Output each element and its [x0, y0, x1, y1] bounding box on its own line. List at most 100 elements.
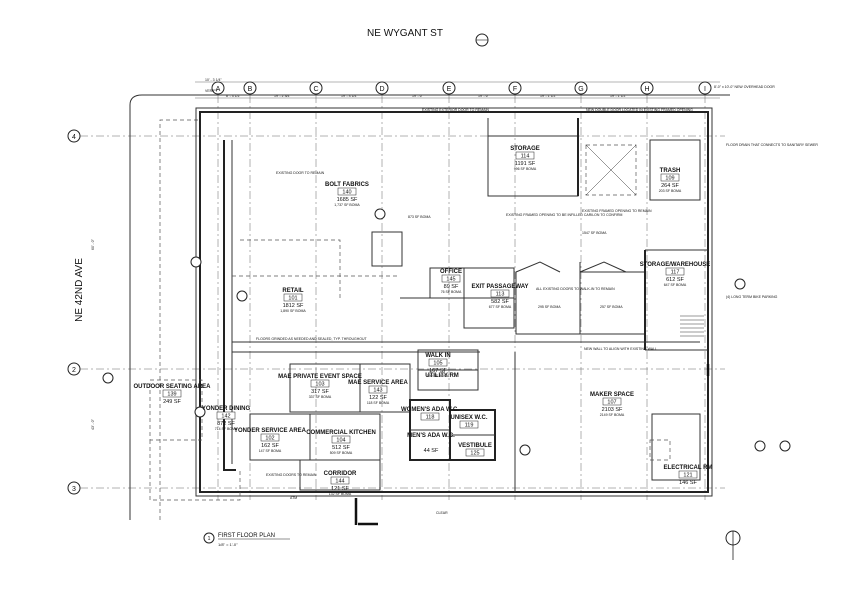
grid-row-label: 3 — [72, 486, 76, 493]
room-number: 144 — [335, 479, 344, 485]
room-number: 114 — [521, 154, 530, 160]
room-name: WALK IN — [425, 353, 450, 359]
room-area: 121 SF — [331, 486, 349, 492]
room-area: 1685 SF — [337, 197, 358, 203]
grid-col-c: C — [309, 81, 323, 95]
north-arrow-icon — [725, 530, 741, 560]
grid-col-g: G — [574, 81, 588, 95]
room-number-box — [515, 151, 535, 160]
room-name: MAKER SPACE — [590, 392, 634, 398]
note-atm: ATM — [290, 496, 297, 500]
dim-top: 19' - 6" — [412, 94, 424, 98]
room-number: 102 — [265, 436, 274, 442]
room-name: STORAGE — [510, 146, 540, 152]
note-new-double-door: NEW DOUBLE DOOR LOCATED IN EXISTING FRAM… — [586, 108, 693, 112]
dim-top: 19' - 2 3/4" — [274, 94, 291, 98]
grid-col-label: F — [513, 86, 517, 93]
room-number-box — [162, 389, 182, 398]
room-area: 872 SF — [217, 421, 235, 427]
dim-top: 8' - 3 1/2" — [226, 94, 242, 98]
room-number-box — [331, 435, 351, 444]
room-number: 117 — [671, 270, 680, 276]
room-number: 103 — [315, 382, 324, 388]
note-existing-ext-door: EXISTING EXTERIOR DOOR TO REMAIN — [422, 108, 489, 112]
room-area: 89 SF — [444, 284, 459, 290]
room-area: 512 SF — [332, 445, 350, 451]
dim-left: 43' - 0" — [91, 418, 95, 430]
room-number-box — [330, 476, 350, 485]
note-existing-doors-bottom: EXISTING DOORS TO REMAIN — [266, 473, 317, 477]
boma-label: 1547 SF BOMA — [582, 231, 607, 235]
room-number: 104 — [336, 438, 345, 444]
room-name: UNISEX W.C. — [450, 415, 487, 421]
room-name: VESTIBULE — [458, 443, 492, 449]
room-name: MAE SERVICE AREA — [348, 380, 408, 386]
building-outline — [195, 107, 713, 497]
dim-top: 19' - 3 1/4" — [341, 94, 358, 98]
room-name: OUTDOOR SEATING AREA — [133, 384, 211, 390]
room-name: COMMERCIAL KITCHEN — [306, 430, 376, 436]
room-name: TRASH — [660, 168, 681, 174]
room-number-box — [660, 173, 680, 182]
grid-col-label: G — [578, 86, 583, 93]
room-name: YONDER SERVICE AREA — [234, 428, 307, 434]
grid-col-label: E — [447, 86, 452, 93]
room-number: 105 — [433, 361, 442, 367]
room-number: 113 — [496, 292, 505, 298]
room-name: RETAIL — [282, 288, 304, 294]
note-all-existing-doors: ALL EXISTING DOORS TO WALK-IN TO REMAIN — [536, 287, 615, 291]
note-existing-door-remain: EXISTING DOOR TO REMAIN — [276, 171, 325, 175]
grid-col-label: D — [379, 86, 384, 93]
grid-col-label: C — [313, 86, 318, 93]
grid-row-3: 3 — [67, 481, 81, 495]
room-boma: 509 SF BOMA — [330, 451, 353, 455]
room-tag-womens-ada: WOMEN'S ADA W.C.118 — [401, 407, 459, 421]
room-boma: 147 SF BOMA — [259, 449, 282, 453]
room-number: 118 — [426, 415, 435, 421]
room-area: 582 SF — [491, 299, 509, 305]
dim-top: 19' - 1 1/2" — [540, 94, 557, 98]
room-name: CORRIDOR — [324, 471, 357, 477]
room-boma: 2149 SF BOMA — [600, 413, 625, 417]
interior-walls — [102, 118, 791, 501]
room-name: MEN'S ADA W.C. — [407, 433, 455, 439]
room-number: 139 — [167, 392, 176, 398]
room-number: 121 — [683, 473, 692, 479]
room-area: 2103 SF — [602, 407, 623, 413]
room-number-box — [441, 274, 461, 283]
dim-top: 19' - 1 1/2" — [610, 94, 627, 98]
room-boma: 996 SF BOMA — [514, 167, 537, 171]
sidewalk-line — [159, 119, 200, 520]
note-new-wall-align: NEW WALL TO ALIGN WITH EXISTING WALL — [584, 347, 657, 351]
room-name: STORAGE/WAREHOUSE — [640, 262, 711, 268]
room-area: 44 SF — [424, 448, 439, 454]
room-number: 101 — [288, 296, 297, 302]
room-tag-utility-rm: UTILITY RM — [425, 373, 459, 379]
street-label-west: NE 42ND AVE — [74, 258, 85, 322]
room-boma: 1,737 SF BOMA — [334, 203, 360, 207]
title-block: 1 FIRST FLOOR PLAN 1/8" = 1'-0" — [203, 532, 290, 547]
grid-col-i: I — [698, 81, 712, 95]
grid-col-label: I — [704, 86, 706, 93]
room-name: EXIT PASSAGEWAY — [471, 284, 528, 290]
grid-row-2: 2 — [67, 362, 81, 376]
room-number-box — [283, 293, 303, 302]
room-area: 167 SF — [429, 368, 447, 374]
room-boma: 150 SF BOMA — [427, 374, 450, 378]
annotation-notes: EXISTING EXTERIOR DOOR TO REMAIN NEW DOU… — [256, 85, 818, 515]
room-number-box — [260, 433, 280, 442]
room-boma: 1,890 SF BOMA — [280, 309, 306, 313]
